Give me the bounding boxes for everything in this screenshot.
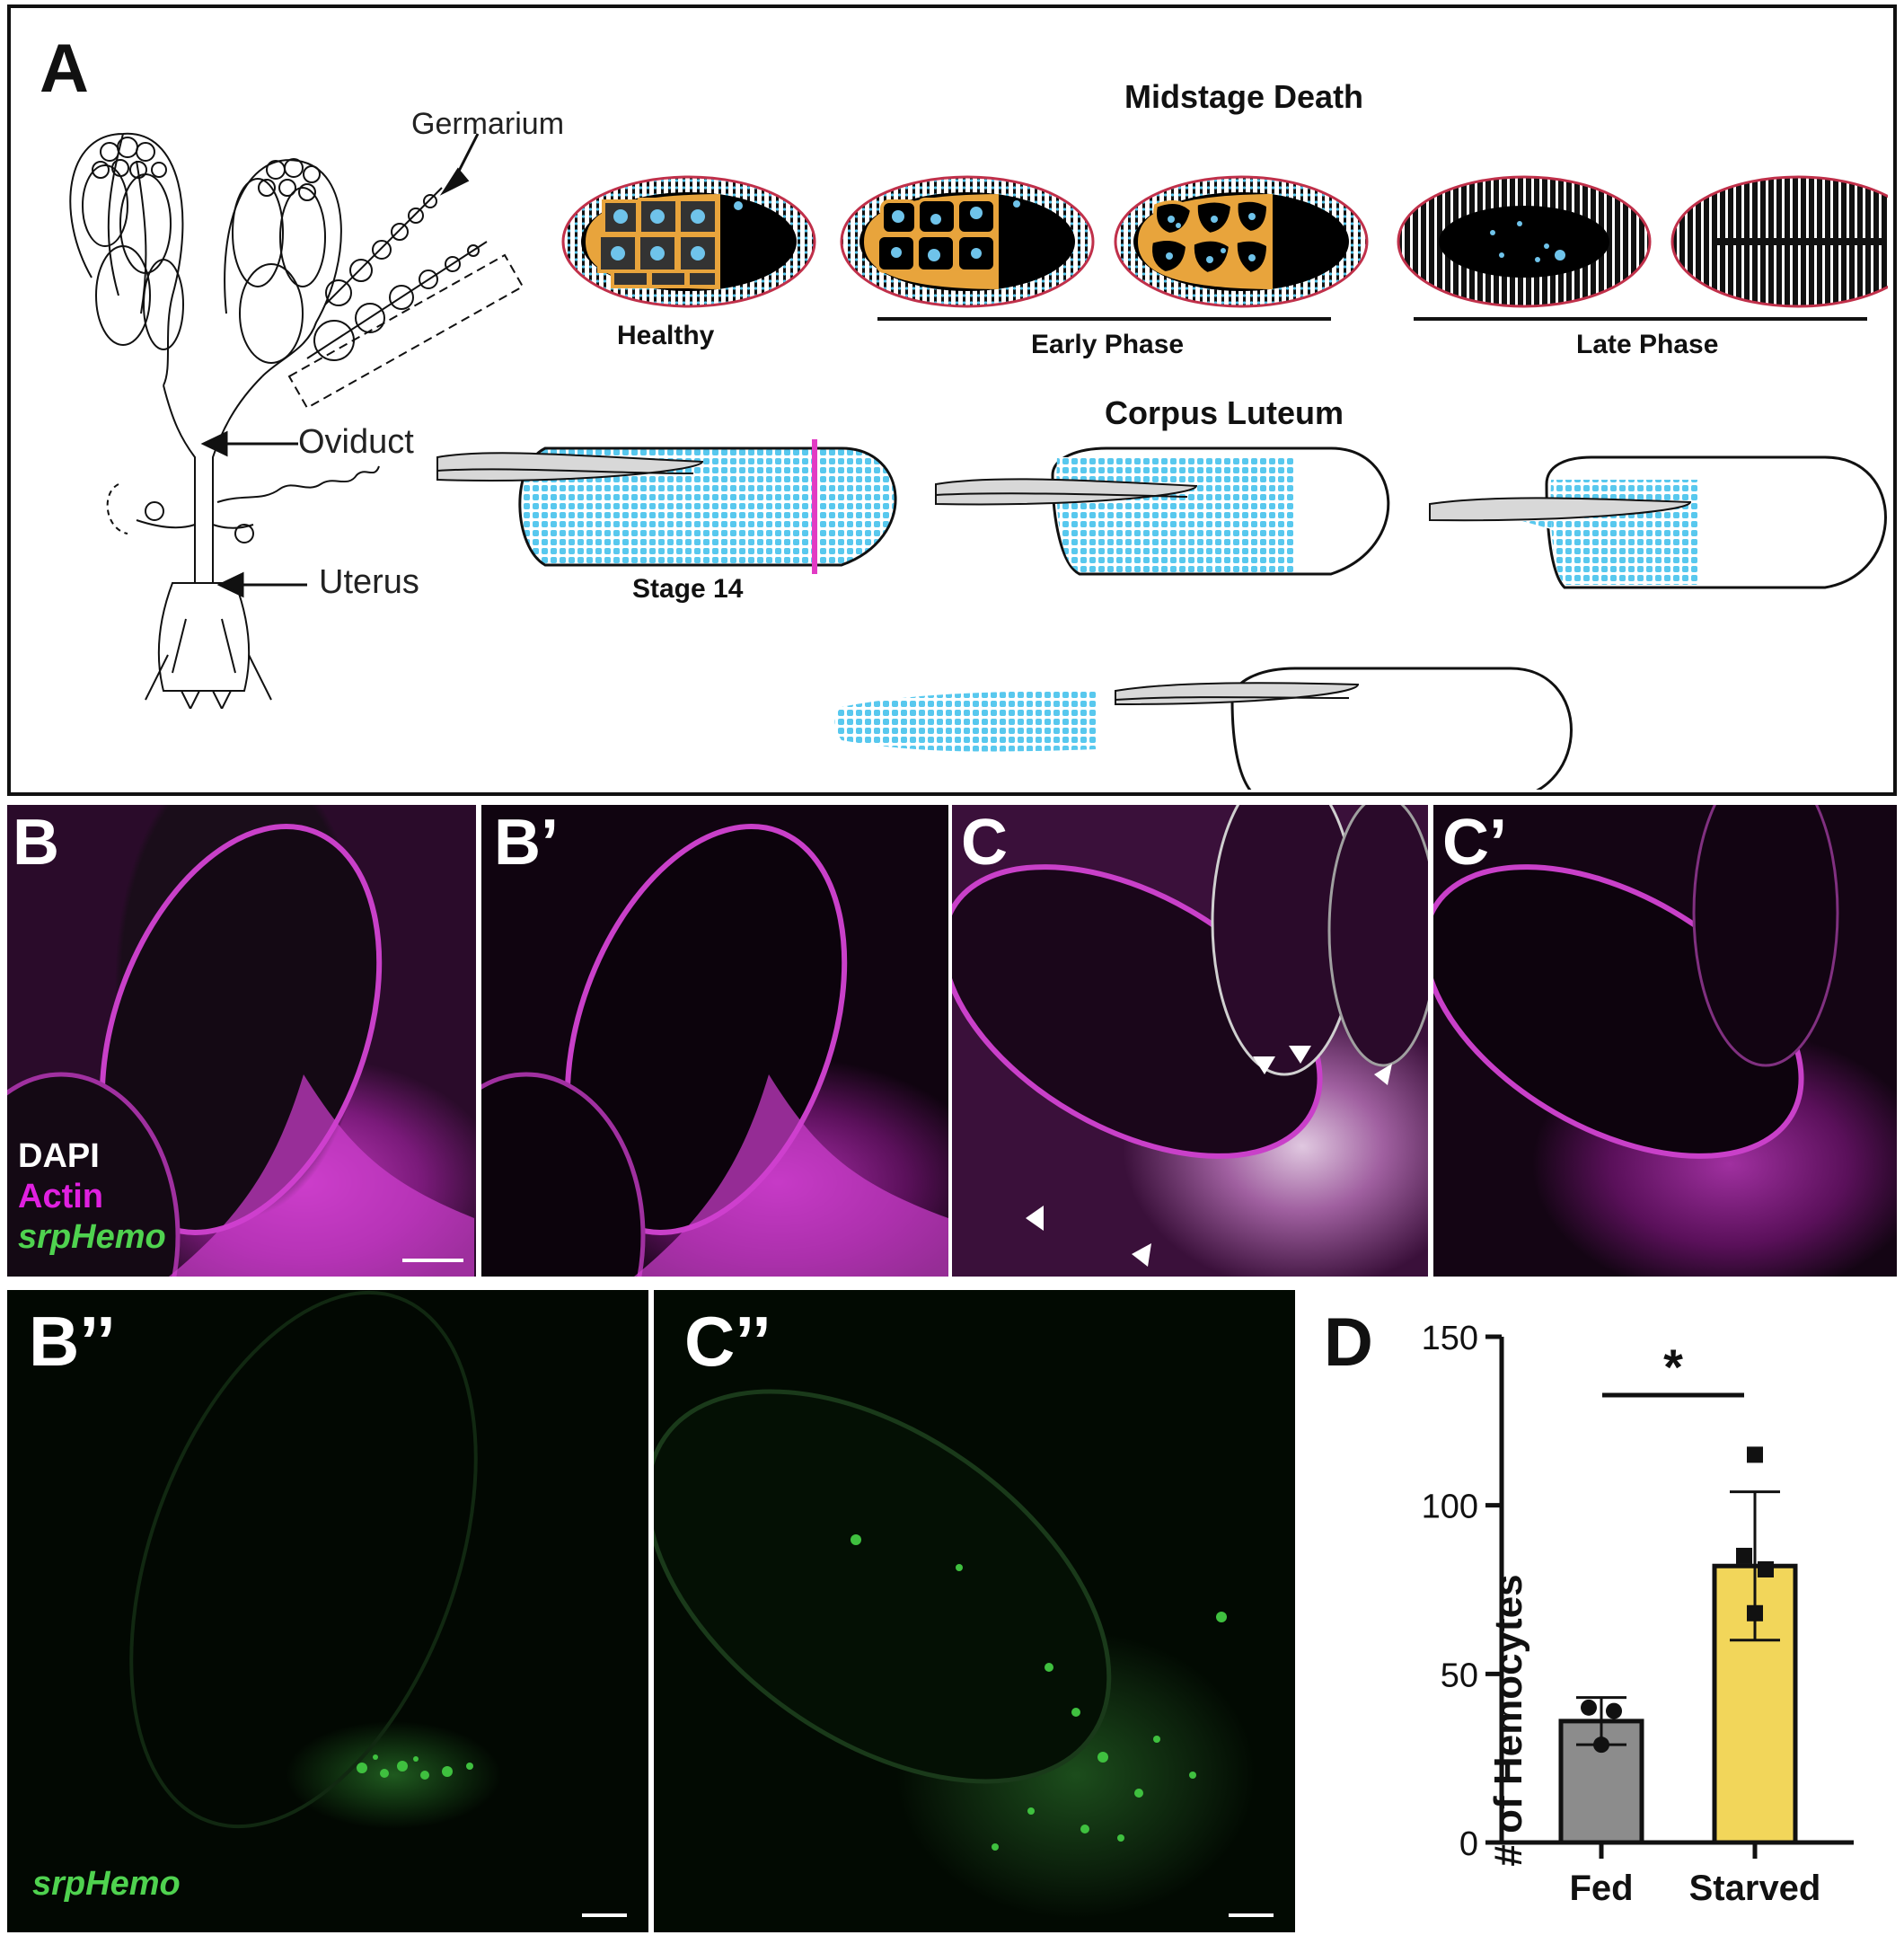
germarium-label: Germarium [411, 107, 565, 141]
y-tick-label: 150 [1422, 1320, 1478, 1357]
panel-c-letter: C [961, 807, 1008, 879]
uterus-label: Uterus [319, 563, 419, 601]
x-tick-label: Fed [1569, 1869, 1633, 1908]
y-tick-label: 100 [1422, 1489, 1478, 1526]
data-point-starved [1736, 1547, 1752, 1564]
y-axis-label: # of Hemocytes [1486, 1574, 1530, 1866]
y-tick-label: 0 [1459, 1825, 1478, 1863]
scale-bar [402, 1259, 463, 1262]
ovary-drawing [69, 132, 524, 709]
data-point-fed [1593, 1736, 1609, 1754]
early-phase-egg-1 [840, 175, 1095, 308]
micrograph-c-double-prime: C’’ [654, 1290, 1295, 1932]
early-phase-label: Early Phase [1031, 330, 1185, 359]
panel-a: A [7, 4, 1897, 796]
late-phase-label: Late Phase [1576, 330, 1719, 359]
legend-srphemo: srpHemo [18, 1218, 166, 1256]
late-phase-egg-2 [1670, 175, 1888, 308]
early-phase-bar [877, 317, 1331, 321]
micrograph-c-double-prime-structures [654, 1389, 1227, 1851]
late-phase-egg-1 [1397, 175, 1652, 308]
data-point-fed [1581, 1699, 1597, 1716]
stage-14-egg [436, 439, 897, 574]
significance-star: * [1663, 1339, 1683, 1395]
data-point-starved [1747, 1604, 1763, 1621]
y-tick-label: 50 [1441, 1657, 1478, 1694]
early-phase-egg-2 [1114, 175, 1369, 308]
x-tick-label: Starved [1689, 1869, 1821, 1908]
panel-b-prime-letter: B’ [494, 807, 559, 879]
late-phase-bar [1414, 317, 1867, 321]
micrograph-b-prime: B’ [481, 805, 948, 1277]
micrograph-b-double-prime-structures [129, 1290, 478, 1829]
legend-srphemo-b2: srpHemo [32, 1865, 181, 1903]
scale-bar-c2 [1229, 1913, 1274, 1917]
corpus-luteum-title: Corpus Luteum [1105, 394, 1344, 431]
panel-b-letter: B [13, 807, 59, 879]
micrograph-b-structures [7, 824, 474, 1277]
stage-14-label: Stage 14 [632, 574, 744, 604]
panel-c-double-prime-letter: C’’ [684, 1302, 771, 1381]
micrograph-b-prime-structures [481, 824, 948, 1277]
micrograph-c-prime-structures [1433, 805, 1839, 1159]
panel-b-double-prime-letter: B’’ [29, 1302, 116, 1381]
data-point-fed [1606, 1702, 1622, 1719]
healthy-label: Healthy [617, 321, 715, 350]
midstage-death-title: Midstage Death [1124, 78, 1364, 115]
micrograph-c: C [952, 805, 1428, 1277]
panel-c-prime-letter: C’ [1442, 807, 1507, 879]
micrograph-b-double-prime: B’’ srpHemo [7, 1290, 648, 1932]
oviduct-label: Oviduct [298, 423, 414, 461]
egg-chamber-series [561, 175, 1888, 308]
micrograph-c-prime: C’ [1433, 805, 1897, 1277]
corpus-luteum-egg-2 [935, 446, 1390, 576]
corpus-luteum-series [436, 439, 1887, 790]
data-point-starved [1747, 1446, 1763, 1463]
data-point-starved [1758, 1560, 1774, 1577]
legend-dapi: DAPI [18, 1137, 100, 1175]
corpus-luteum-egg-4 [834, 667, 1573, 790]
corpus-luteum-egg-3 [1429, 455, 1887, 589]
micrograph-b: B DAPI Actin srpHemo [7, 805, 476, 1277]
healthy-egg-chamber [561, 175, 816, 308]
panel-d-letter: D [1324, 1304, 1373, 1381]
panel-a-letter: A [40, 31, 89, 107]
micrograph-c-structures [952, 805, 1428, 1267]
legend-actin: Actin [18, 1178, 103, 1215]
scale-bar-b2 [582, 1913, 627, 1917]
